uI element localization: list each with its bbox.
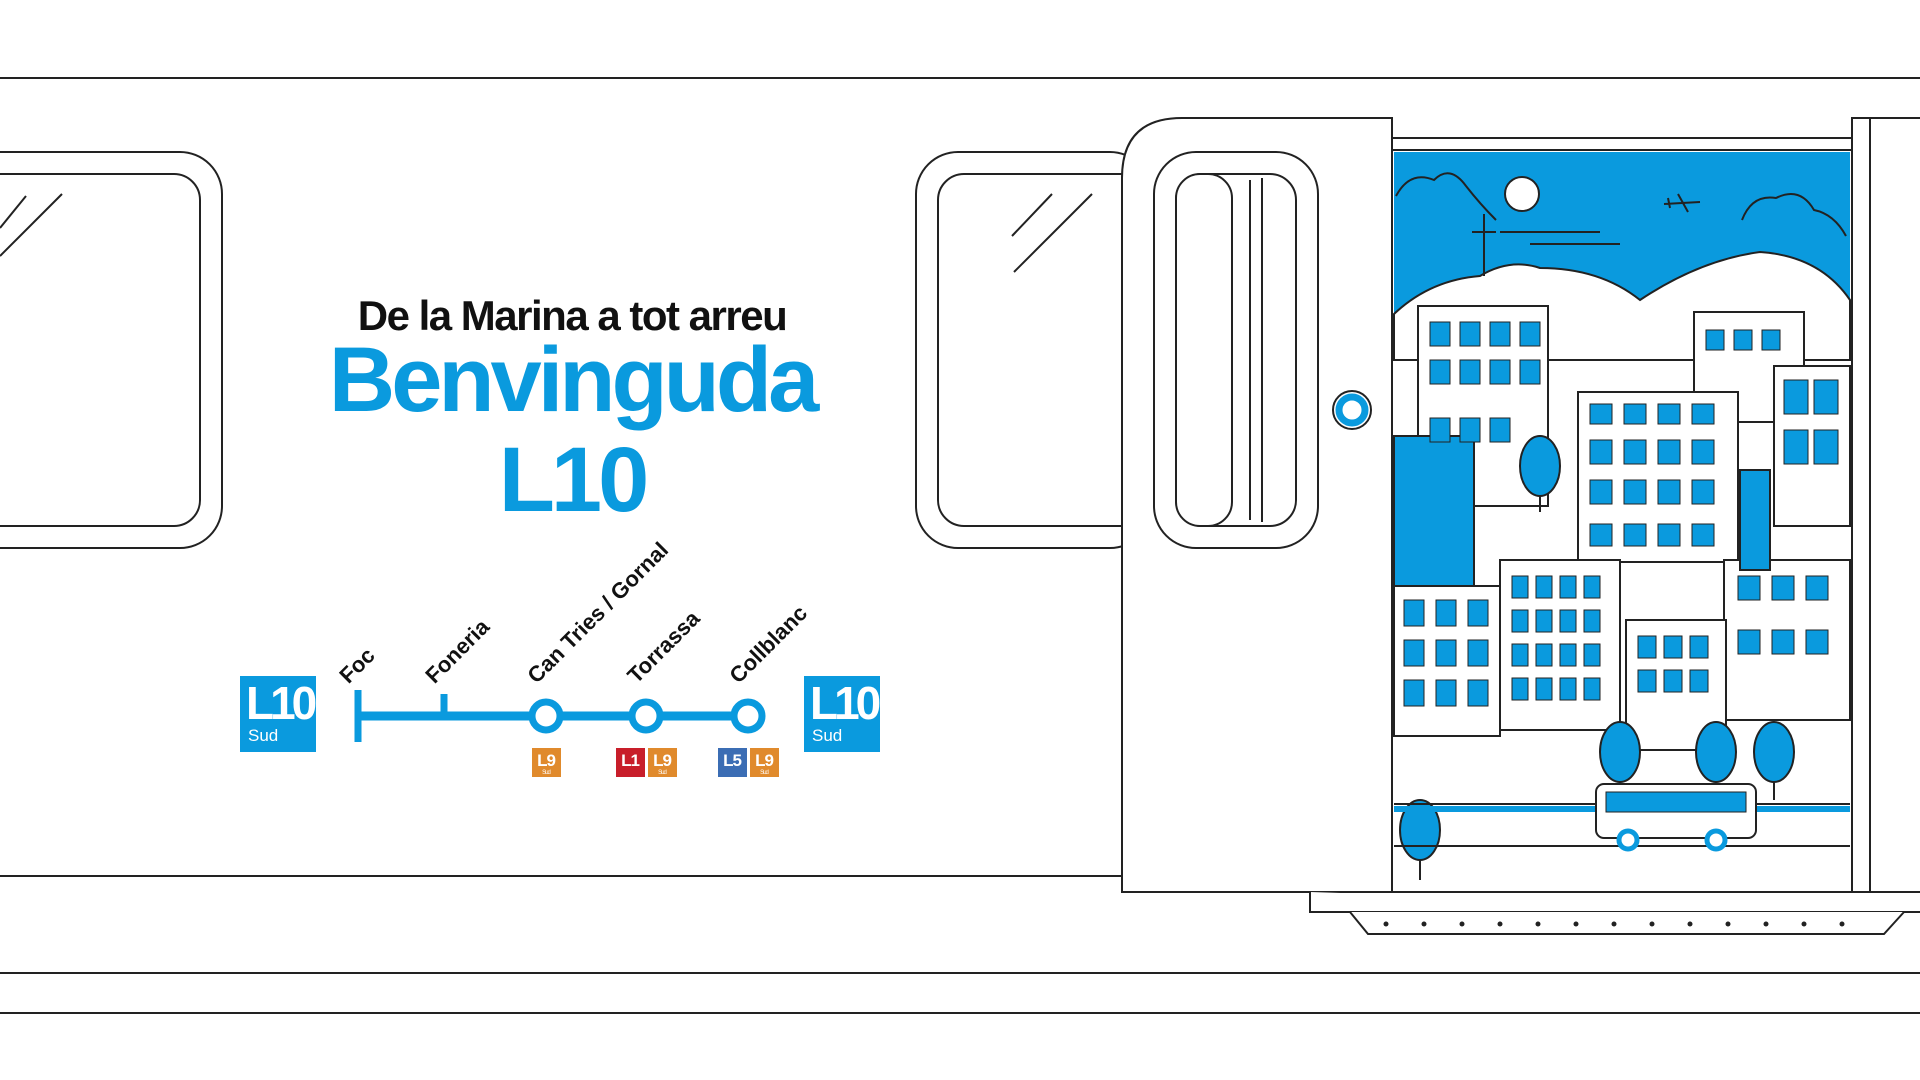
connection-badge-sub: Sud <box>542 770 551 776</box>
door-right-edge <box>1851 117 1920 893</box>
connection-badge-label: L9 <box>537 751 556 770</box>
city-view <box>1391 137 1853 893</box>
tree-icon <box>1399 435 1795 861</box>
line-badge-right: L10 Sud <box>804 676 881 752</box>
interchange-station-marker <box>730 698 766 734</box>
headline: De la Marina a tot arreu <box>357 292 788 339</box>
line-badge-label: L10 <box>810 677 881 729</box>
interchange-station-marker <box>528 698 564 734</box>
connection-badge: L1 <box>615 748 645 777</box>
bus-icon <box>1595 783 1757 852</box>
connection-badge-label: L5 <box>723 751 742 770</box>
plane-icon <box>1663 193 1701 213</box>
door-handle-icon <box>1332 390 1372 430</box>
line-track <box>354 690 766 742</box>
connection-badge-sub: Sud <box>760 770 769 776</box>
line-badge-sub: Sud <box>812 726 843 745</box>
line-badge-left: L10 Sud <box>240 676 317 752</box>
connection-badge-label: L9 <box>755 751 774 770</box>
connection-badge-sub: Sud <box>658 770 667 776</box>
interchange-station-marker <box>628 698 664 734</box>
page-title: Benvinguda L10 <box>328 329 819 531</box>
connection-badge: L5 <box>717 748 747 777</box>
window-middle <box>915 151 1153 549</box>
door-threshold <box>1309 892 1920 935</box>
door-panel <box>1121 117 1393 893</box>
sun-icon <box>1504 176 1540 212</box>
connection-badge-label: L9 <box>653 751 672 770</box>
cloud-icon <box>1395 172 1497 221</box>
train-body <box>0 77 1920 1014</box>
connection-badge-label: L1 <box>621 751 640 770</box>
line-badge-sub: Sud <box>248 726 279 745</box>
line-badge-label: L10 <box>246 677 317 729</box>
window-left <box>0 151 223 549</box>
